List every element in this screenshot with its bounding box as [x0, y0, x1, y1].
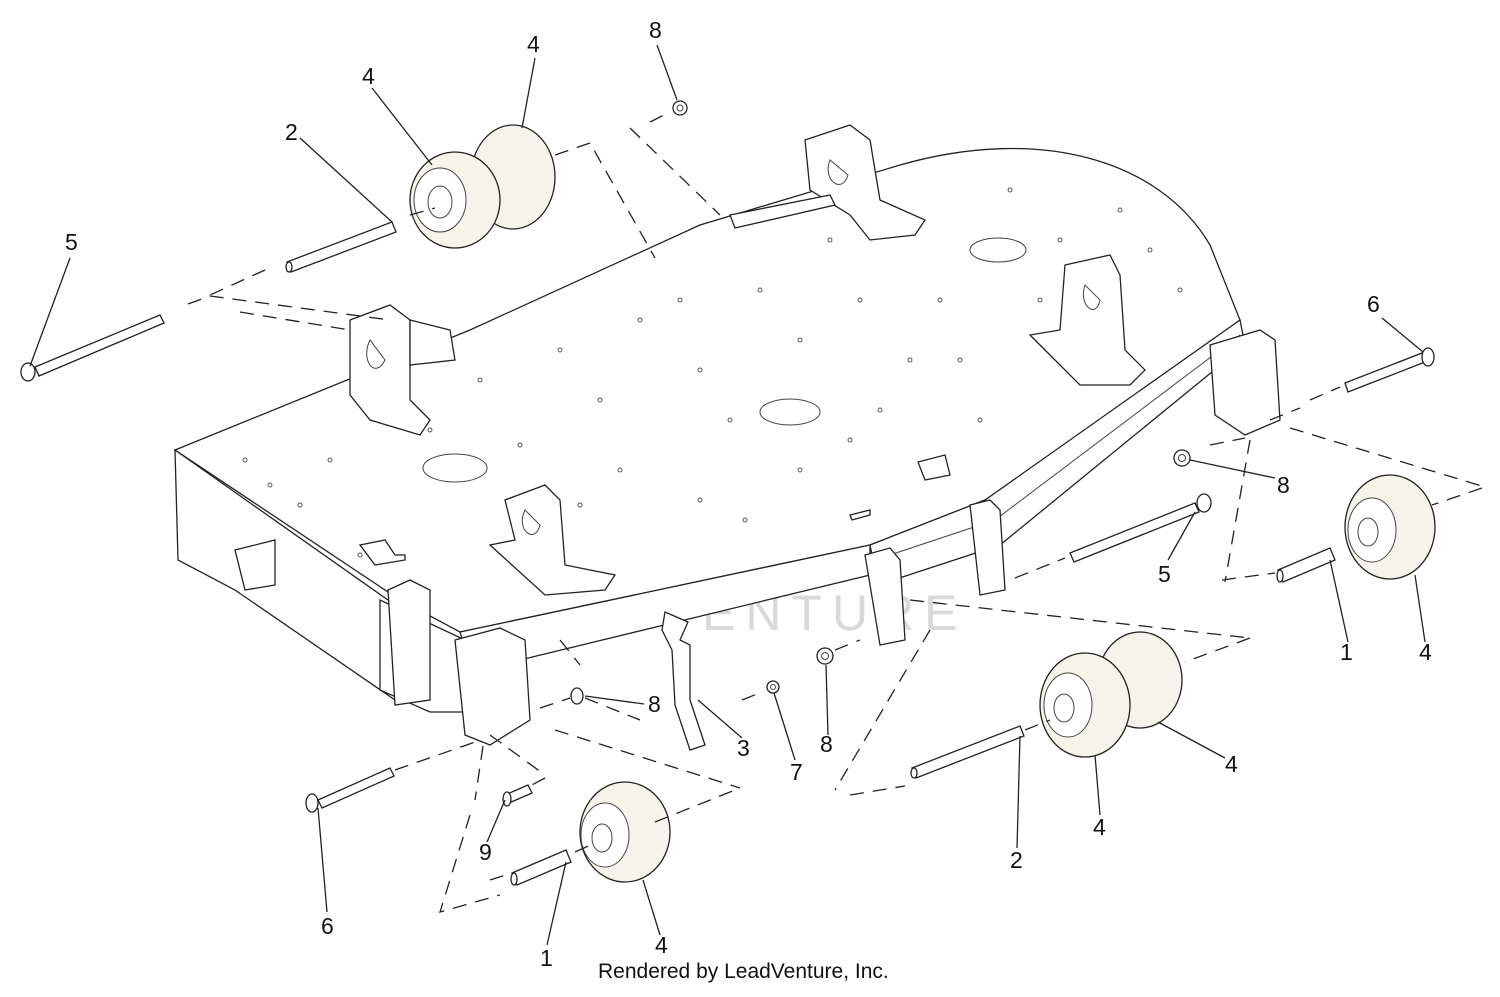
callout-8: 8 [1277, 472, 1290, 498]
callout-8: 8 [820, 731, 833, 757]
bolt-6-left [305, 767, 395, 813]
callout-leader-lines [29, 44, 1426, 946]
screw-9 [502, 784, 533, 807]
callout-7: 7 [790, 759, 803, 785]
callout-1: 1 [1340, 639, 1353, 665]
shaft-2-top [285, 221, 397, 273]
nut-8-top [672, 100, 688, 116]
roller-front-left [579, 781, 671, 883]
callout-5: 5 [65, 229, 78, 255]
callout-4: 4 [1093, 814, 1106, 840]
callout-5: 5 [1158, 561, 1171, 587]
roller-right [1344, 474, 1436, 580]
roller-front-pair-b [1039, 652, 1131, 758]
callout-4: 4 [362, 63, 375, 89]
deck-mount-bracket [349, 304, 456, 436]
callout-6: 6 [321, 913, 334, 939]
callout-3: 3 [737, 735, 750, 761]
deck-mount-bracket [729, 124, 926, 241]
mower-deck [173, 124, 1281, 746]
bolt-6-right [1344, 347, 1435, 393]
callout-9: 9 [479, 839, 492, 865]
callout-1: 1 [540, 945, 553, 971]
callout-numbers: 8 4 4 2 5 6 8 5 1 4 8 3 7 8 4 4 2 9 6 1 … [65, 17, 1432, 971]
callout-6: 6 [1367, 291, 1380, 317]
callout-4: 4 [1419, 639, 1432, 665]
roller-top-left-b [409, 151, 501, 249]
shaft-2-front [910, 725, 1025, 779]
deck-mount-bracket [1028, 254, 1146, 386]
callout-4: 4 [1225, 751, 1238, 777]
nut-8-front [816, 647, 834, 665]
bolt-5-left [20, 314, 165, 382]
bolt-5-right [1069, 493, 1212, 563]
shaft-1-right [1276, 547, 1336, 583]
callout-8: 8 [649, 17, 662, 43]
shaft-1-left [510, 849, 572, 886]
callout-4: 4 [655, 932, 668, 958]
deck-mount-bracket [488, 484, 617, 596]
callout-8: 8 [648, 691, 661, 717]
nut-8-right [1173, 449, 1191, 467]
callout-2: 2 [285, 119, 298, 145]
washer-8-front [570, 687, 584, 705]
nut-7 [766, 680, 780, 694]
part-3-bracket [661, 611, 706, 751]
callout-4: 4 [527, 31, 540, 57]
rendered-by-footer: Rendered by LeadVenture, Inc. [598, 960, 889, 983]
callout-2: 2 [1010, 847, 1023, 873]
assembly-center-lines [187, 111, 1488, 913]
